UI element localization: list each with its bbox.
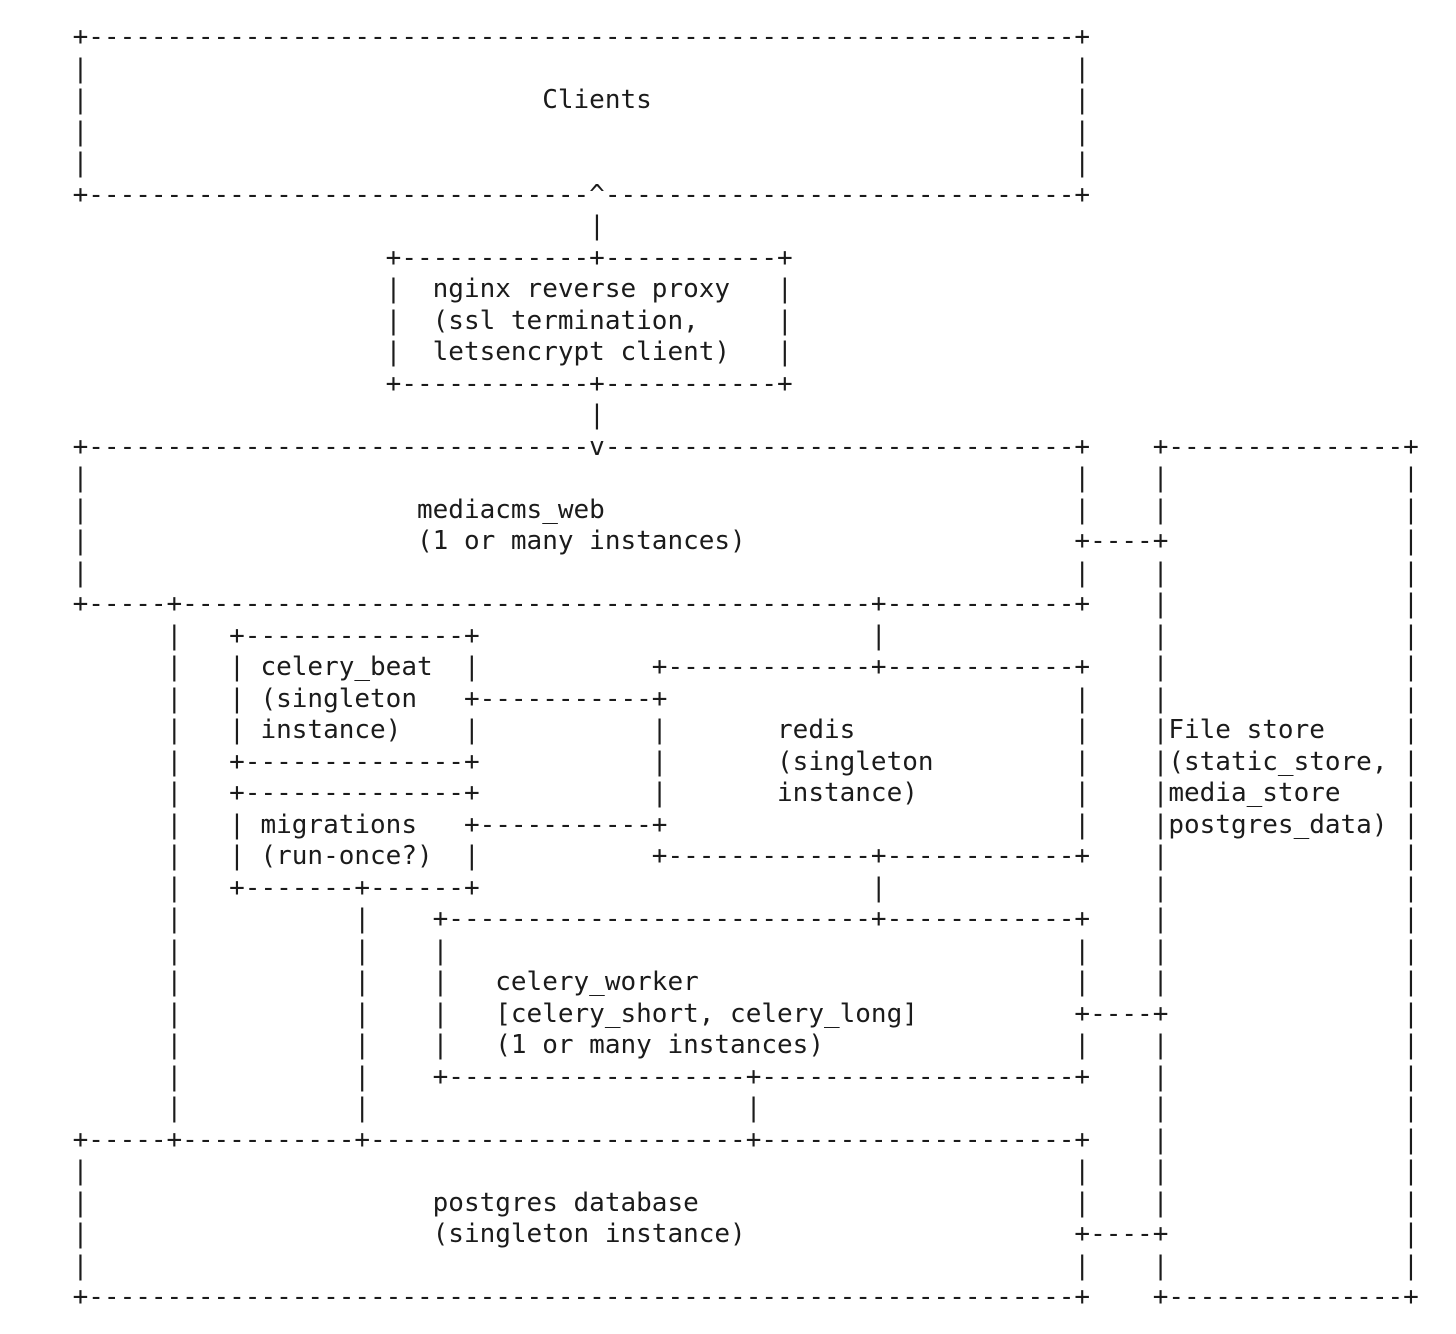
ascii-architecture-diagram: +---------------------------------------…	[72, 22, 1419, 1312]
ascii-diagram-page: +---------------------------------------…	[72, 22, 1419, 1312]
